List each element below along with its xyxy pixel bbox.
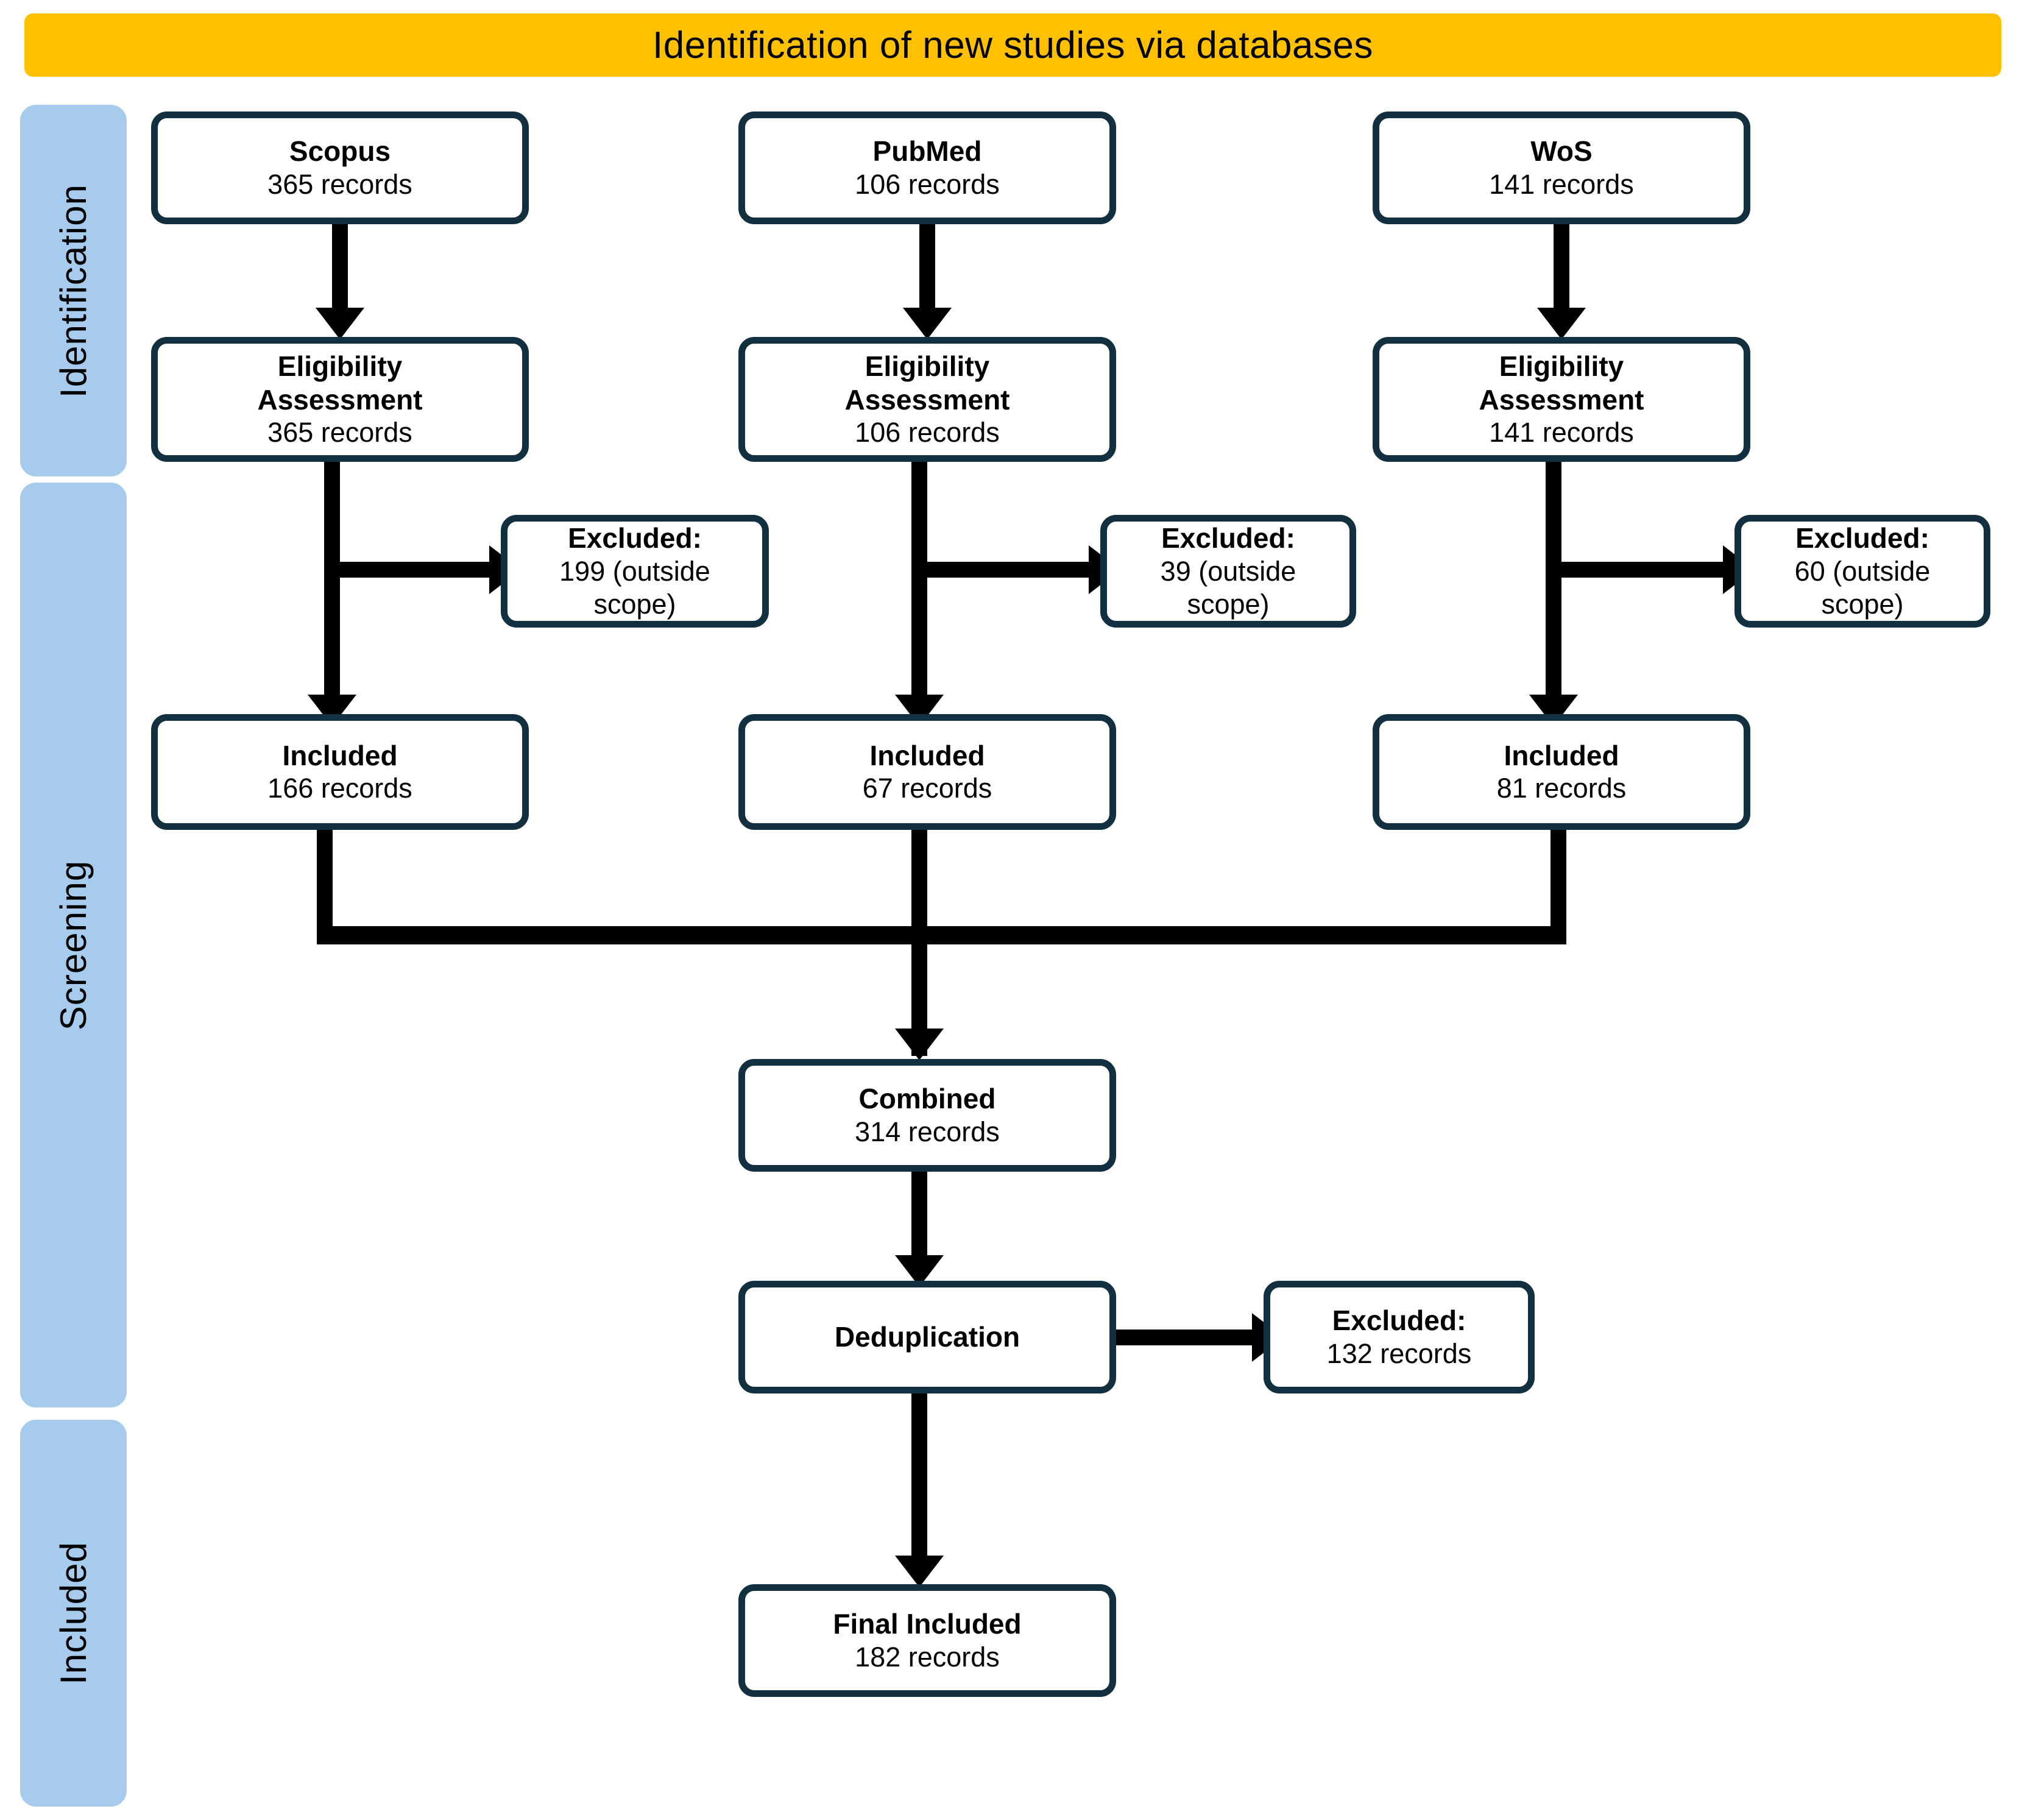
- source-box-scopus: Scopus 365 records: [151, 112, 529, 224]
- eligibility-box-pubmed-title-line1: Eligibility: [865, 350, 990, 383]
- excluded-box-scopus-detail: 199 (outside scope): [559, 555, 710, 620]
- final-included-box-detail: 182 records: [855, 1641, 1000, 1673]
- eligibility-box-pubmed: Eligibility Assessment 106 records: [738, 337, 1116, 462]
- eligibility-box-wos-detail: 141 records: [1489, 416, 1634, 448]
- excluded-box-wos-detail: 60 (outside scope): [1794, 555, 1931, 620]
- connector-scopus-to-excluded: [332, 562, 497, 578]
- header-title: Identification of new studies via databa…: [652, 24, 1373, 66]
- excluded-box-wos-title: Excluded:: [1795, 522, 1929, 554]
- excluded-box-scopus-title: Excluded:: [568, 522, 702, 554]
- included-box-scopus-detail: 166 records: [267, 773, 412, 804]
- eligibility-box-wos-title-line1: Eligibility: [1499, 350, 1624, 383]
- connector-deduplication-to-final: [911, 1393, 927, 1563]
- source-box-scopus-title: Scopus: [289, 135, 391, 168]
- eligibility-box-scopus-title-line1: Eligibility: [277, 350, 403, 383]
- connector-deduplication-to-excluded: [1116, 1330, 1259, 1345]
- source-box-wos-detail: 141 records: [1489, 168, 1634, 200]
- connector-pubmed-eligibility-to-included: [911, 462, 927, 724]
- stage-rail-identification-label: Identification: [53, 183, 94, 398]
- deduplication-box-title: Deduplication: [834, 1321, 1020, 1353]
- included-box-pubmed-detail: 67 records: [862, 773, 992, 804]
- included-box-pubmed: Included 67 records: [738, 714, 1116, 830]
- final-included-box-title: Final Included: [833, 1608, 1022, 1640]
- source-box-wos-title: WoS: [1530, 135, 1593, 168]
- excluded-box-wos: Excluded: 60 (outside scope): [1734, 515, 1990, 628]
- eligibility-box-scopus-detail: 365 records: [267, 416, 412, 448]
- connector-pubmed-to-excluded: [919, 562, 1096, 578]
- stage-rail-screening-label: Screening: [53, 860, 94, 1030]
- header-banner: Identification of new studies via databa…: [24, 13, 2001, 77]
- arrowhead-merge-to-combined: [895, 1029, 944, 1060]
- connector-pubmed-source-to-eligibility: [919, 224, 935, 311]
- combined-box-detail: 314 records: [855, 1116, 1000, 1147]
- deduplication-box: Deduplication: [738, 1281, 1116, 1393]
- arrowhead-pubmed-source-to-eligibility: [903, 308, 952, 339]
- connector-wos-source-to-eligibility: [1554, 224, 1569, 311]
- connector-wos-to-excluded: [1554, 562, 1730, 578]
- final-included-box: Final Included 182 records: [738, 1584, 1116, 1697]
- stage-rail-screening: Screening: [20, 483, 127, 1407]
- excluded-box-scopus: Excluded: 199 (outside scope): [501, 515, 769, 628]
- source-box-pubmed-detail: 106 records: [855, 168, 1000, 200]
- eligibility-box-wos: Eligibility Assessment 141 records: [1373, 337, 1750, 462]
- source-box-pubmed: PubMed 106 records: [738, 112, 1116, 224]
- dedup-excluded-box-detail: 132 records: [1326, 1337, 1472, 1369]
- excluded-box-pubmed-detail: 39 (outside scope): [1160, 555, 1296, 620]
- eligibility-box-pubmed-detail: 106 records: [855, 416, 1000, 448]
- stage-rail-identification: Identification: [20, 105, 127, 476]
- excluded-box-pubmed-title: Excluded:: [1161, 522, 1295, 554]
- included-box-wos-title: Included: [1504, 739, 1619, 771]
- included-box-pubmed-title: Included: [869, 739, 985, 771]
- eligibility-box-scopus-title-line2: Assessment: [257, 383, 423, 416]
- stage-rail-included: Included: [20, 1420, 127, 1807]
- merge-bar: [317, 926, 1566, 944]
- dedup-excluded-box-title: Excluded:: [1332, 1305, 1466, 1337]
- eligibility-box-wos-title-line2: Assessment: [1479, 383, 1644, 416]
- arrowhead-scopus-source-to-eligibility: [316, 308, 364, 339]
- eligibility-box-pubmed-title-line2: Assessment: [844, 383, 1010, 416]
- dedup-excluded-box: Excluded: 132 records: [1264, 1281, 1535, 1393]
- connector-scopus-source-to-eligibility: [332, 224, 348, 311]
- combined-box: Combined 314 records: [738, 1059, 1116, 1172]
- arrowhead-wos-source-to-eligibility: [1537, 308, 1586, 339]
- connector-wos-eligibility-to-included: [1546, 462, 1561, 724]
- merge-drop-pubmed: [911, 830, 927, 943]
- connector-combined-to-deduplication: [911, 1172, 927, 1260]
- source-box-pubmed-title: PubMed: [872, 135, 982, 168]
- included-box-scopus-title: Included: [282, 739, 398, 771]
- combined-box-title: Combined: [858, 1083, 996, 1115]
- merge-drop-scopus: [317, 830, 333, 943]
- included-box-wos: Included 81 records: [1373, 714, 1750, 830]
- arrowhead-deduplication-to-final: [895, 1556, 944, 1587]
- source-box-scopus-detail: 365 records: [267, 168, 412, 200]
- source-box-wos: WoS 141 records: [1373, 112, 1750, 224]
- eligibility-box-scopus: Eligibility Assessment 365 records: [151, 337, 529, 462]
- stage-rail-included-label: Included: [53, 1542, 94, 1685]
- included-box-scopus: Included 166 records: [151, 714, 529, 830]
- merge-drop-wos: [1550, 830, 1566, 943]
- included-box-wos-detail: 81 records: [1496, 773, 1627, 804]
- excluded-box-pubmed: Excluded: 39 (outside scope): [1100, 515, 1356, 628]
- connector-scopus-eligibility-to-included: [324, 462, 340, 724]
